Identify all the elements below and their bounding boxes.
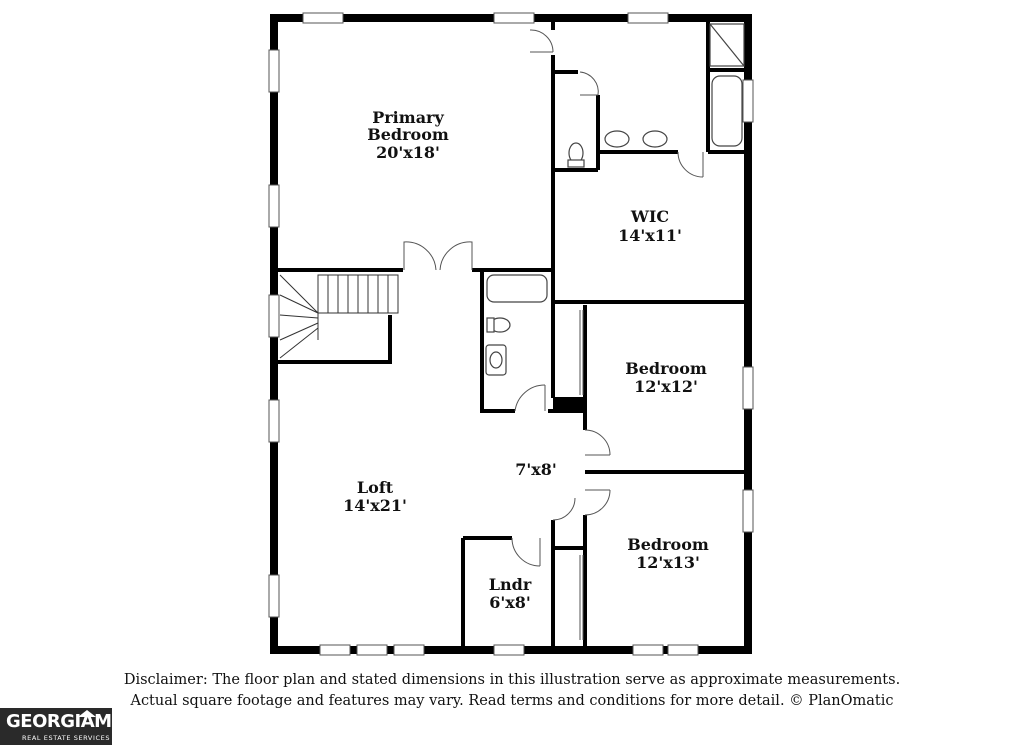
disclaimer-line-2: Actual square footage and features may v… [130, 693, 894, 709]
bedroom-2-dims: 12'x12' [634, 377, 698, 396]
laundry-name: Lndr [489, 575, 532, 594]
bedroom-3-dims: 12'x13' [636, 553, 700, 572]
bedroom-2-name: Bedroom [625, 359, 707, 378]
wic-name: WIC [630, 207, 669, 226]
door-swings [403, 29, 704, 567]
primary-bedroom-name-line2: Bedroom [367, 125, 449, 144]
windows [268, 12, 754, 656]
staircase [279, 274, 399, 359]
interior-walls [276, 18, 748, 648]
loft-name: Loft [357, 478, 394, 497]
primary-bedroom-dims: 20'x18' [376, 143, 440, 162]
roof-icon [78, 710, 96, 717]
room-labels: Primary Bedroom 20'x18' WIC 14'x11' Bedr… [343, 108, 709, 612]
logo-brand: GEORGIAMLS [6, 711, 112, 732]
logo-tagline: REAL ESTATE SERVICES [22, 734, 111, 742]
georgia-mls-logo: GEORGIAMLS REAL ESTATE SERVICES [0, 708, 112, 745]
loft-dims: 14'x21' [343, 496, 407, 515]
floor-plan: Primary Bedroom 20'x18' WIC 14'x11' Bedr… [268, 12, 754, 656]
disclaimer: Disclaimer: The floor plan and stated di… [0, 670, 1024, 712]
primary-bedroom-name-line1: Primary [372, 108, 444, 127]
bath-fixtures [485, 23, 745, 376]
disclaimer-line-1: Disclaimer: The floor plan and stated di… [123, 672, 901, 688]
laundry-dims: 6'x8' [489, 593, 531, 612]
chimney-block [553, 397, 585, 413]
closet-doors [579, 310, 584, 640]
wic-dims: 14'x11' [618, 226, 682, 245]
hall-dims: 7'x8' [515, 460, 557, 479]
bedroom-3-name: Bedroom [627, 535, 709, 554]
